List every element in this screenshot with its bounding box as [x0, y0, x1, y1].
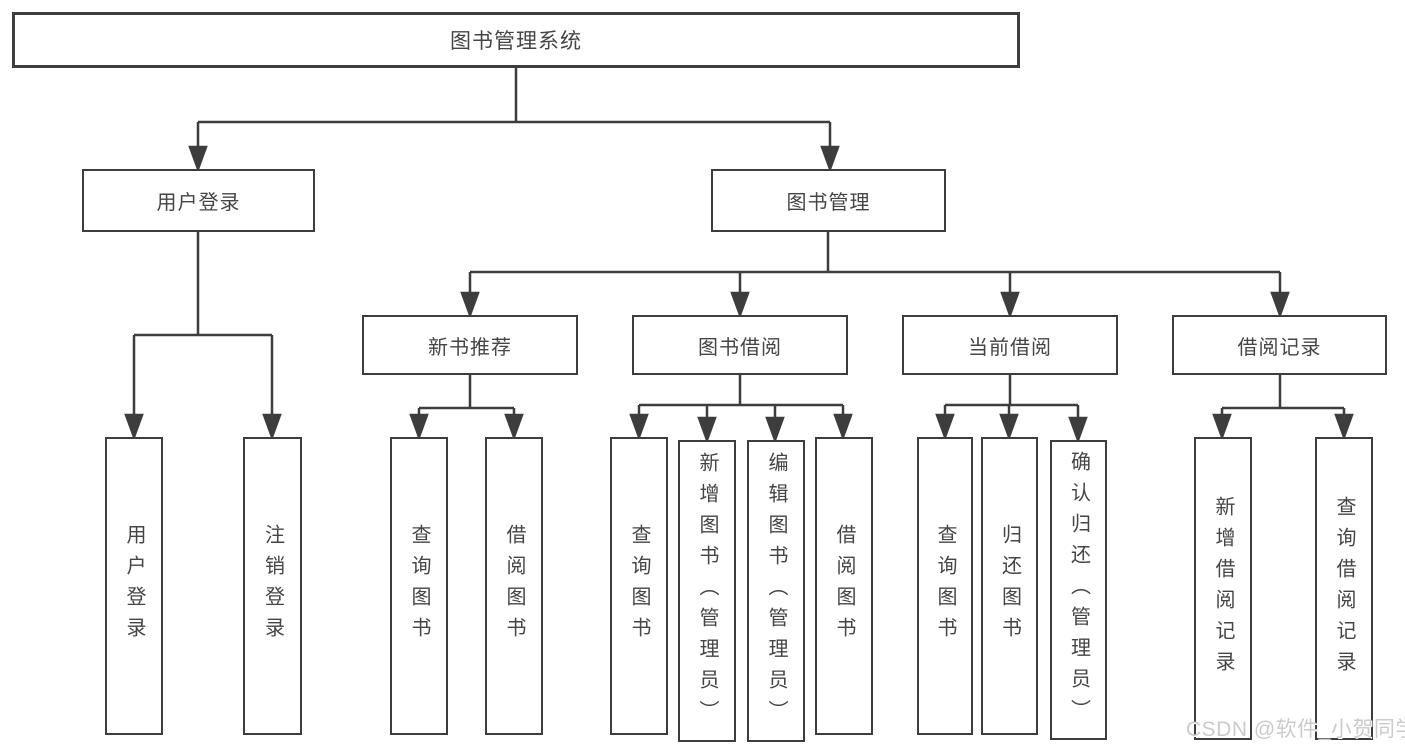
arrow-down-icon — [629, 413, 649, 441]
leaf-add-borrow-record: 新增借阅记录 — [1194, 437, 1252, 740]
leaf-query-books-borrow: 查询图书 — [610, 437, 668, 735]
node-label: 当前借阅 — [968, 336, 1052, 359]
connector-current-to-leaves — [935, 375, 1088, 444]
arrow-down-icon — [820, 145, 840, 173]
node-label: 查询图书 — [934, 524, 956, 648]
arrow-down-icon — [409, 413, 429, 441]
leaf-query-books-recommend: 查询图书 — [390, 437, 448, 735]
arrow-down-icon — [188, 145, 208, 173]
connector-root-to-level2 — [188, 68, 840, 173]
arrow-down-icon — [730, 291, 750, 319]
node-label: 确认归还（管理员） — [1067, 450, 1090, 730]
leaf-query-borrow-records: 查询借阅记录 — [1315, 437, 1373, 740]
arrow-down-icon — [999, 413, 1019, 441]
node-label: 新增借阅记录 — [1212, 495, 1234, 682]
node-label: 查询图书 — [628, 524, 650, 648]
node-label: 查询借阅记录 — [1333, 495, 1355, 682]
connector-newbook-to-leaves — [409, 375, 524, 441]
connector-bookmgmt-to-level3 — [460, 232, 1290, 319]
connector-borrow-to-leaves — [629, 375, 853, 444]
node-label: 编辑图书（管理员） — [765, 451, 787, 731]
node-library-management-system: 图书管理系统 — [12, 12, 1020, 68]
node-label: 借阅记录 — [1237, 336, 1322, 359]
leaf-borrow-books-recommend: 借阅图书 — [485, 437, 543, 735]
leaf-borrow-books: 借阅图书 — [815, 437, 873, 735]
node-label: 新增图书（管理员） — [696, 451, 718, 731]
csdn-watermark: CSDN @软件_小贺同学 — [1186, 718, 1405, 741]
node-label: 归还图书 — [998, 524, 1021, 648]
node-label: 用户登录 — [156, 192, 241, 214]
leaf-return-books: 归还图书 — [981, 437, 1038, 735]
node-current-borrowing: 当前借阅 — [902, 315, 1118, 375]
leaf-logout: 注销登录 — [243, 437, 302, 735]
arrow-down-icon — [697, 416, 717, 444]
node-label: 新书推荐 — [428, 336, 512, 359]
node-label: 图书管理 — [786, 192, 871, 214]
leaf-confirm-return-admin: 确认归还（管理员） — [1050, 440, 1107, 740]
arrow-down-icon — [833, 413, 853, 441]
node-borrowing-records: 借阅记录 — [1172, 315, 1387, 375]
arrow-down-icon — [1334, 413, 1354, 441]
arrow-down-icon — [1000, 291, 1020, 319]
arrow-down-icon — [262, 413, 282, 441]
arrow-down-icon — [1068, 416, 1088, 444]
arrow-down-icon — [504, 413, 524, 441]
node-book-borrowing: 图书借阅 — [632, 315, 848, 375]
arrow-down-icon — [124, 413, 144, 441]
node-new-book-recommendation: 新书推荐 — [362, 315, 578, 375]
connector-records-to-leaves — [1212, 375, 1354, 441]
node-label: 借阅图书 — [833, 524, 855, 648]
leaf-query-books-current: 查询图书 — [917, 437, 973, 735]
arrow-down-icon — [765, 416, 785, 444]
arrow-down-icon — [460, 291, 480, 319]
node-label: 用户登录 — [123, 524, 145, 648]
arrow-down-icon — [1212, 413, 1232, 441]
node-label: 图书管理系统 — [450, 30, 582, 53]
node-label: 查询图书 — [408, 524, 430, 648]
node-label: 注销登录 — [261, 524, 284, 648]
leaf-user-login: 用户登录 — [105, 437, 163, 735]
connector-userlogin-to-leaves — [124, 232, 282, 441]
node-label: 借阅图书 — [503, 524, 525, 648]
leaf-edit-books-admin: 编辑图书（管理员） — [747, 440, 805, 742]
node-label: 图书借阅 — [698, 336, 782, 359]
arrow-down-icon — [1270, 291, 1290, 319]
node-book-management: 图书管理 — [711, 169, 946, 232]
node-user-login: 用户登录 — [82, 169, 315, 232]
arrow-down-icon — [935, 413, 955, 441]
leaf-add-books-admin: 新增图书（管理员） — [678, 440, 736, 742]
